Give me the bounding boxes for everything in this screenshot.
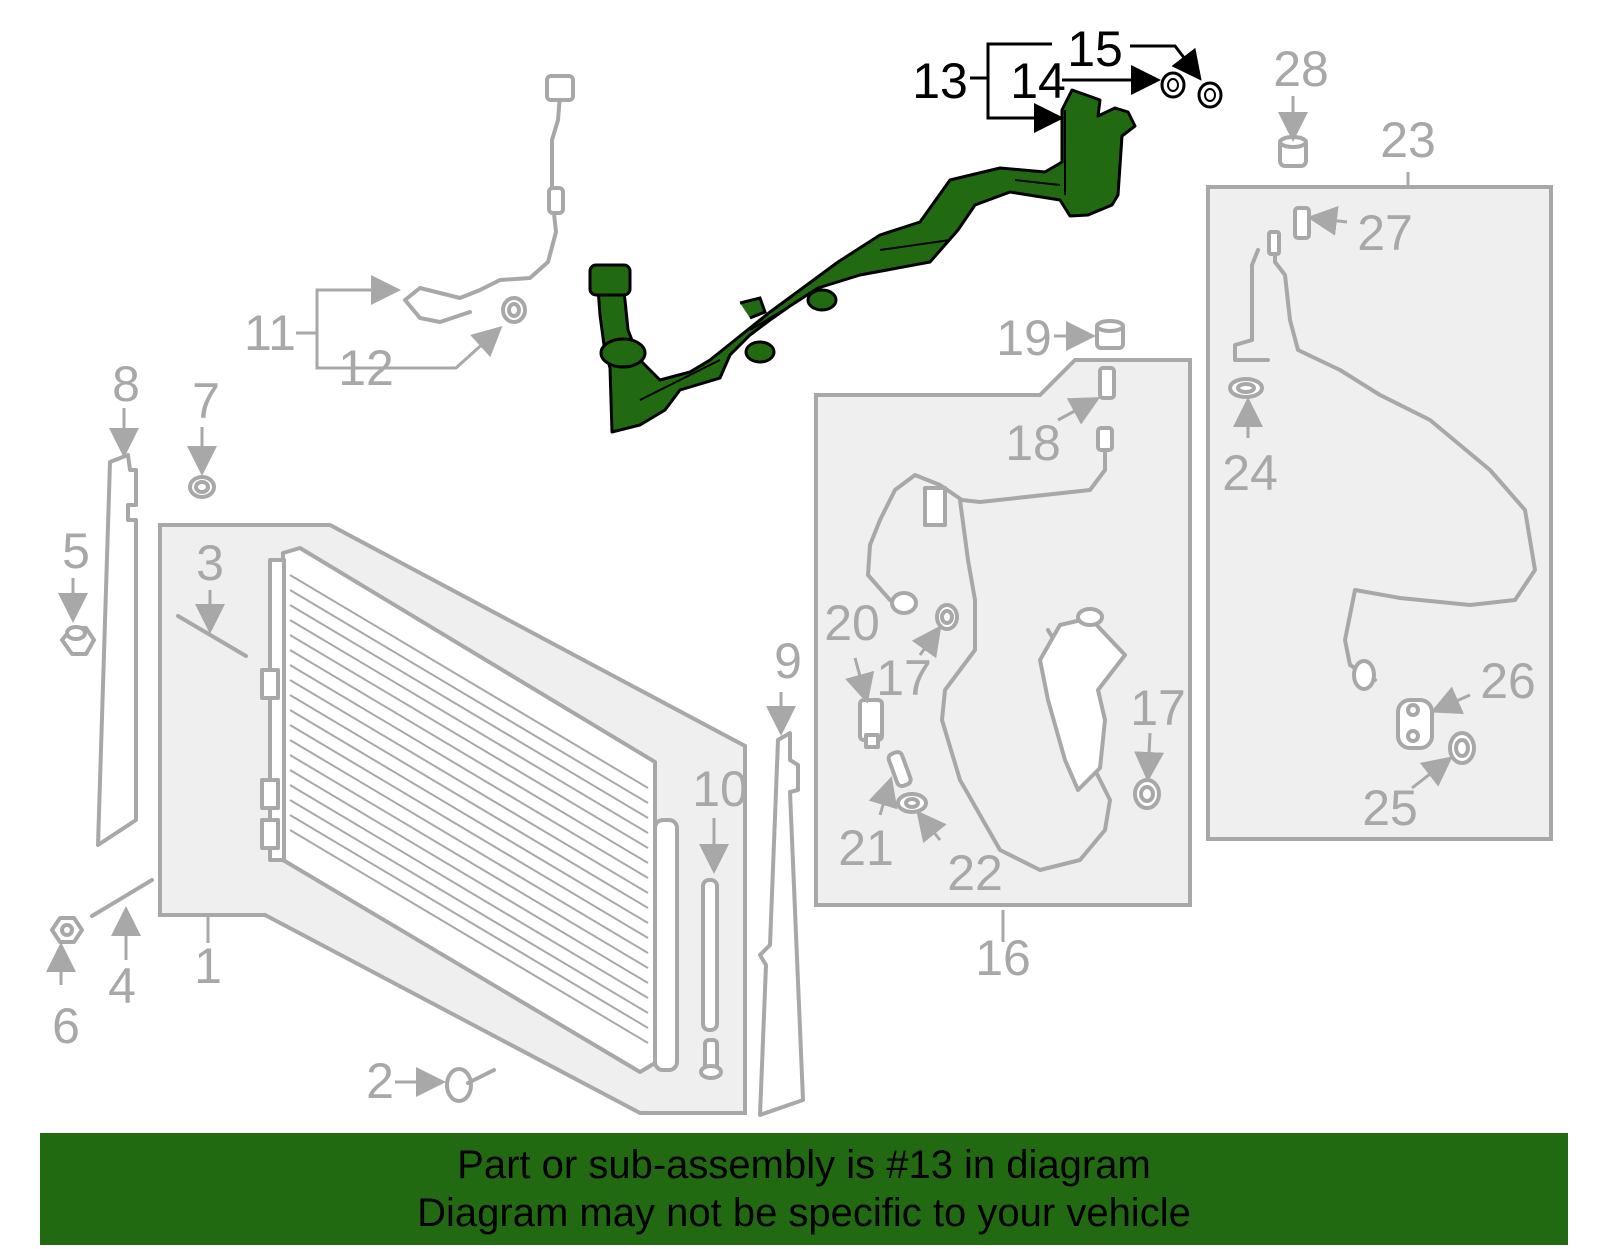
o-ring-12 [501,296,527,324]
callout-15: 15 [1067,21,1123,77]
bolt-2 [445,1067,496,1103]
condenser-assembly [158,523,747,1115]
callout-13: 13 [912,53,968,109]
callout-11: 11 [244,305,296,361]
callout-10: 10 [692,761,748,817]
callout-5: 5 [62,523,90,579]
callout-23: 23 [1380,112,1436,168]
callout-16: 16 [975,930,1031,986]
valve-21 [886,750,913,789]
drier-10 [699,878,723,1080]
callout-19: 19 [996,310,1052,366]
o-ring-17b [1133,778,1161,810]
hose-assembly-16 [814,358,1192,907]
callout-3: 3 [196,535,224,591]
cap-28 [1278,135,1308,168]
gasket-26 [1396,698,1434,750]
hose-11 [403,74,575,324]
callout-22: 22 [947,845,1003,901]
callout-9: 9 [774,633,802,689]
callout-26: 26 [1480,653,1536,709]
dowel-pin-4 [90,878,154,918]
callout-20: 20 [824,595,880,651]
o-ring-7 [188,475,216,499]
callout-27: 27 [1357,205,1413,261]
nut-5 [60,625,96,656]
callout-7: 7 [192,373,220,429]
callout-21: 21 [838,820,894,876]
callout-24: 24 [1222,445,1278,501]
banner-line-1: Part or sub-assembly is #13 in diagram [457,1143,1151,1187]
o-ring-22 [896,792,928,814]
o-ring-24 [1228,377,1264,399]
callout-25: 25 [1362,780,1418,836]
callout-labels: 1 2 3 4 5 6 7 8 9 10 11 12 13 14 15 16 1… [52,21,1536,1109]
callout-28: 28 [1273,41,1329,97]
nut-6 [50,916,84,944]
banner-line-2: Diagram may not be specific to your vehi… [417,1191,1191,1235]
air-deflector-8 [96,453,138,847]
callout-2: 2 [366,1053,394,1109]
callout-1: 1 [194,938,222,994]
o-ring-17a [935,603,959,631]
condenser-fins [289,574,649,1044]
callout-14: 14 [1010,53,1066,109]
dowel-pin-3 [176,614,248,658]
ac-line-13-highlighted [588,88,1137,434]
o-ring-25 [1448,731,1476,765]
callout-17a: 17 [876,650,932,706]
switch-20 [858,698,884,749]
hose-assembly-23 [1206,185,1553,841]
callout-4: 4 [108,958,136,1014]
cap-19 [1095,319,1125,350]
valve-core-18 [1098,366,1116,400]
o-ring-15 [1197,81,1223,109]
leader-lines [46,42,1471,1097]
callout-8: 8 [112,356,140,412]
callout-18: 18 [1005,415,1061,471]
callout-6: 6 [52,998,80,1054]
o-ring-14 [1160,71,1186,99]
air-deflector-9 [758,731,805,1117]
info-banner: Part or sub-assembly is #13 in diagram D… [40,1133,1568,1245]
callout-17b: 17 [1130,680,1186,736]
callout-12: 12 [338,340,394,396]
